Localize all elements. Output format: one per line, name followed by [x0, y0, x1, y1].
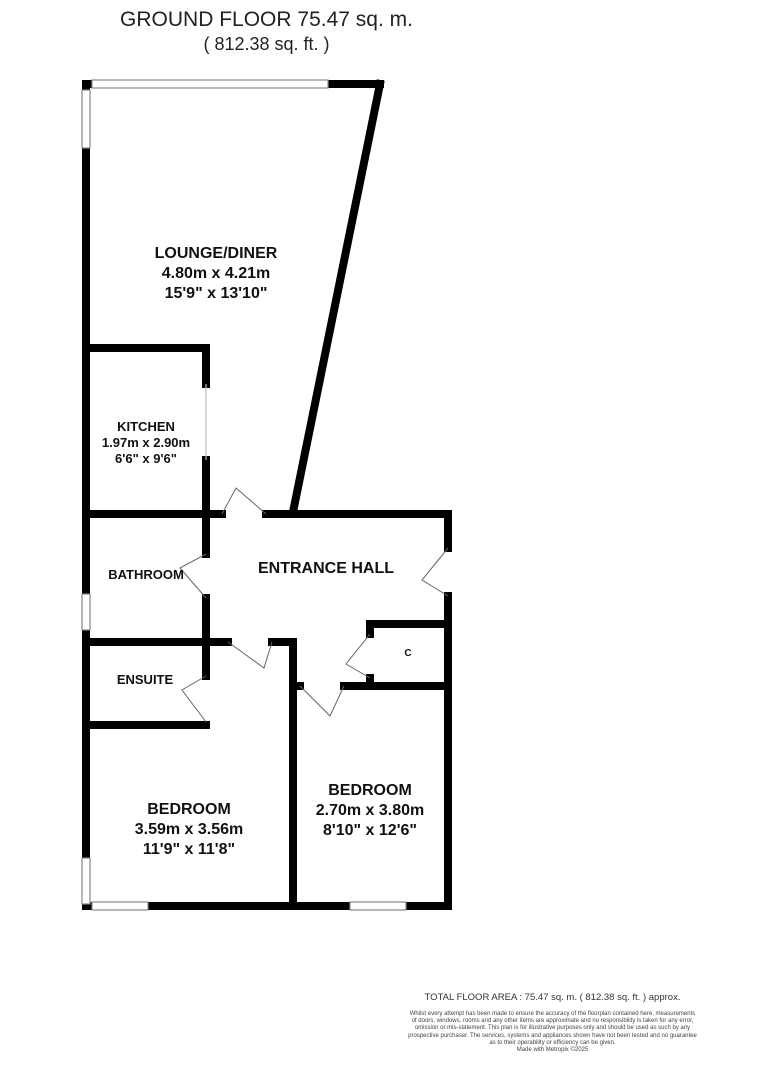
disclaimer-line: omission or mis-statement. This plan is …	[414, 1025, 691, 1032]
disclaimer-line: of doors, windows, rooms and any other i…	[411, 1018, 694, 1025]
lounge-window-west	[81, 89, 91, 149]
lounge-metric: 4.80m x 4.21m	[162, 265, 271, 282]
lounge-window-north	[91, 79, 329, 89]
door-swings	[179, 487, 449, 723]
bedroom2-metric: 2.70m x 3.80m	[316, 802, 425, 819]
lounge-name: LOUNGE/DINER	[155, 245, 278, 262]
cupboard-name: C	[404, 648, 411, 659]
floor-area-subtitle: ( 812.38 sq. ft. )	[203, 34, 330, 54]
lounge-imperial: 15'9" x 13'10"	[165, 285, 268, 302]
kitchen-name: KITCHEN	[117, 419, 175, 434]
cupboard-door-swing	[345, 633, 371, 679]
windows	[81, 79, 407, 911]
bedroom1-door-swing	[227, 641, 273, 669]
disclaimer-line: as to their operability or efficiency ca…	[489, 1039, 616, 1046]
kitchen-imperial: 6'6" x 9'6"	[115, 451, 177, 466]
bedroom2-door-swing	[299, 685, 345, 717]
disclaimer: Whilst every attempt has been made to en…	[380, 1011, 725, 1054]
bedroom2-window-south	[349, 901, 407, 911]
disclaimer-line: Whilst every attempt has been made to en…	[409, 1011, 696, 1017]
bedroom1-metric: 3.59m x 3.56m	[135, 821, 244, 838]
disclaimer-line: prospective purchaser. The services, sys…	[408, 1032, 697, 1039]
bedroom1-window-west	[81, 857, 91, 905]
bedroom1-window-south	[91, 901, 149, 911]
kitchen-door-swing	[221, 487, 267, 515]
front-door-swing	[421, 547, 449, 597]
ensuite-door-swing	[181, 675, 207, 723]
bedroom1-imperial: 11'9" x 11'8"	[143, 841, 235, 858]
ensuite-name: ENSUITE	[117, 672, 174, 687]
kitchen-metric: 1.97m x 2.90m	[102, 435, 190, 450]
bathroom-window	[81, 593, 91, 631]
bathroom-name: BATHROOM	[108, 567, 184, 582]
made-with-credit: Made with Metropix ©2025	[516, 1047, 589, 1054]
floor-title: GROUND FLOOR 75.47 sq. m.	[120, 8, 413, 31]
bedroom2-imperial: 8'10" x 12'6"	[323, 822, 417, 839]
bathroom-door-swing	[179, 553, 207, 599]
bedroom1-name: BEDROOM	[147, 801, 231, 818]
total-floor-area: TOTAL FLOOR AREA : 75.47 sq. m. ( 812.38…	[424, 992, 681, 1003]
entrance-hall-name: ENTRANCE HALL	[258, 560, 394, 577]
lounge-slanted-wall	[288, 79, 385, 517]
bedroom2-name: BEDROOM	[328, 782, 412, 799]
